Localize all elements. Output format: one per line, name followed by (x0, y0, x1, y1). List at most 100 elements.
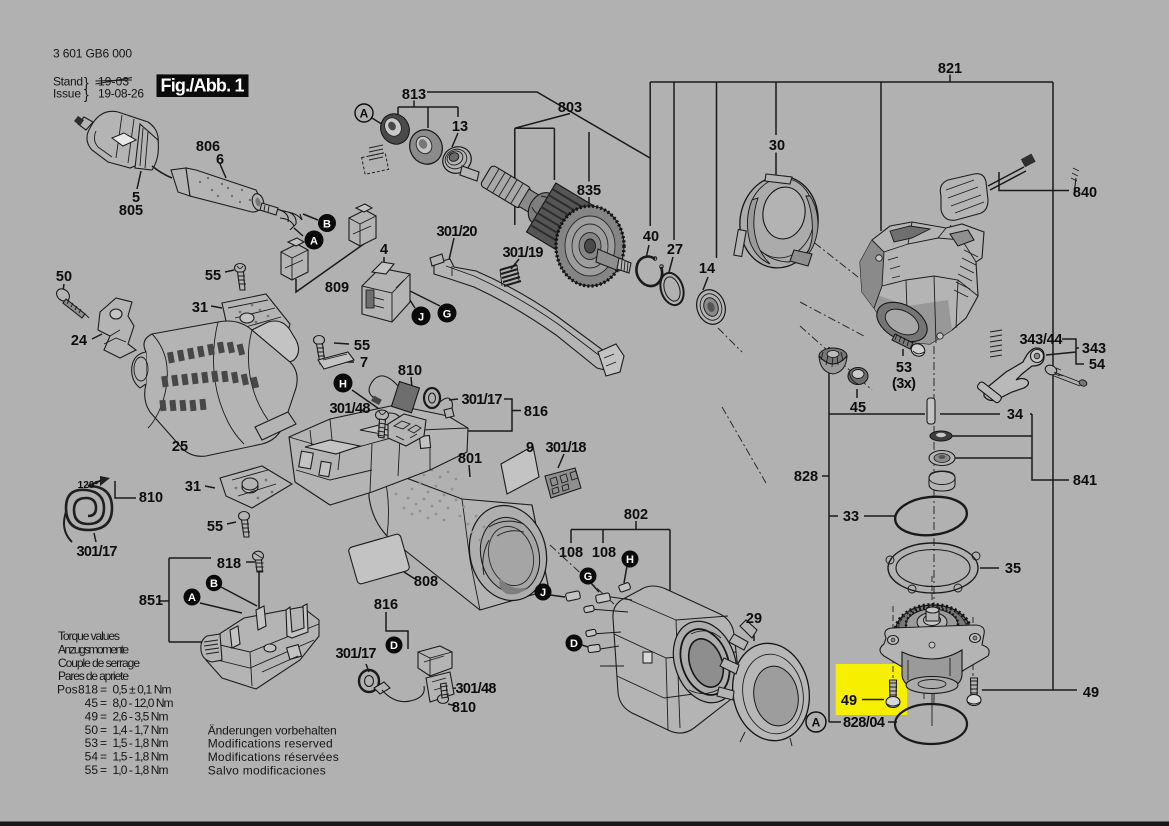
svg-text:Modifications reserved: Modifications reserved (208, 737, 333, 751)
svg-text:34: 34 (1007, 407, 1023, 423)
svg-text:31: 31 (192, 300, 208, 316)
svg-text:Salvo modificaciones: Salvo modificaciones (208, 764, 326, 778)
svg-text:53: 53 (85, 736, 99, 750)
svg-text:40: 40 (643, 229, 659, 245)
svg-text:Torque values: Torque values (58, 629, 120, 643)
svg-text:55: 55 (207, 519, 223, 535)
svg-text:301/48: 301/48 (456, 681, 497, 697)
svg-text:301/20: 301/20 (437, 224, 478, 240)
svg-text:Couple de serrage: Couple de serrage (58, 656, 140, 670)
svg-text:802: 802 (624, 507, 648, 523)
svg-text:805: 805 (119, 203, 143, 219)
svg-text:7: 7 (360, 355, 368, 371)
svg-text:Pos: Pos (57, 683, 78, 697)
svg-text:45: 45 (850, 400, 866, 416)
svg-text:27: 27 (667, 242, 683, 258)
svg-text:J: J (418, 312, 424, 324)
svg-text:810: 810 (139, 490, 163, 506)
svg-text:29: 29 (746, 611, 762, 627)
svg-text:828: 828 (794, 469, 818, 485)
svg-text:(3x): (3x) (892, 376, 916, 392)
svg-text:30: 30 (769, 138, 785, 154)
svg-text:4: 4 (380, 242, 388, 258)
svg-text:=: = (100, 723, 107, 737)
svg-text:108: 108 (559, 545, 583, 561)
svg-text:54: 54 (85, 750, 99, 764)
svg-text:816: 816 (374, 597, 398, 613)
svg-text:25: 25 (172, 439, 188, 455)
svg-text:=: = (100, 736, 107, 750)
svg-text:835: 835 (577, 183, 601, 199)
svg-text:=: = (100, 763, 107, 777)
svg-text:840: 840 (1073, 185, 1097, 201)
svg-text:J: J (540, 587, 546, 599)
svg-text:1,4 - 1,7 Nm: 1,4 - 1,7 Nm (113, 723, 169, 737)
svg-text:=: = (100, 709, 107, 723)
svg-text:816: 816 (524, 404, 548, 420)
svg-text:810: 810 (398, 363, 422, 379)
svg-text:A: A (812, 716, 821, 730)
svg-text:53: 53 (896, 360, 912, 376)
svg-text:809: 809 (325, 280, 349, 296)
svg-text:54: 54 (1089, 357, 1105, 373)
svg-text:6: 6 (216, 152, 224, 168)
svg-text:1,0 - 1,8 Nm: 1,0 - 1,8 Nm (113, 763, 169, 777)
svg-text:49: 49 (841, 693, 857, 709)
svg-text:301/17: 301/17 (336, 646, 377, 662)
svg-text:Anzugsmomente: Anzugsmomente (58, 642, 129, 656)
svg-text:801: 801 (458, 451, 482, 467)
svg-text:49: 49 (85, 709, 99, 723)
svg-text:D: D (390, 640, 398, 652)
svg-text:301/17: 301/17 (77, 544, 118, 560)
svg-text:9: 9 (526, 440, 534, 456)
svg-text:301/19: 301/19 (503, 245, 544, 261)
svg-text:19-08-26: 19-08-26 (98, 87, 144, 101)
svg-text:1,5 - 1,8 Nm: 1,5 - 1,8 Nm (113, 736, 169, 750)
svg-text:851: 851 (139, 593, 163, 609)
svg-text:841: 841 (1073, 473, 1097, 489)
svg-text:828/04: 828/04 (843, 715, 885, 731)
svg-text:H: H (626, 554, 634, 566)
svg-text:}: } (84, 86, 89, 102)
svg-text:3 601 GB6 000: 3 601 GB6 000 (53, 47, 132, 61)
svg-text:818: 818 (217, 556, 241, 572)
svg-text:1,5 - 1,8 Nm: 1,5 - 1,8 Nm (113, 750, 169, 764)
svg-text:50: 50 (85, 723, 99, 737)
svg-text:8,0 - 12,0 Nm: 8,0 - 12,0 Nm (113, 696, 174, 710)
svg-text:Änderungen vorbehalten: Änderungen vorbehalten (208, 723, 337, 737)
svg-text:49: 49 (1083, 685, 1099, 701)
svg-text:301/17: 301/17 (462, 392, 503, 408)
svg-text:50: 50 (56, 269, 72, 285)
svg-text:H: H (339, 379, 347, 391)
svg-text:808: 808 (414, 574, 438, 590)
svg-text:343/44: 343/44 (1020, 332, 1063, 348)
svg-text:108: 108 (592, 545, 616, 561)
svg-text:G: G (443, 309, 452, 321)
svg-text:0,5 ± 0,1 Nm: 0,5 ± 0,1 Nm (113, 683, 172, 697)
svg-text:2,6 - 3,5 Nm: 2,6 - 3,5 Nm (113, 709, 169, 723)
svg-text:55: 55 (354, 338, 370, 354)
svg-text:A: A (360, 107, 369, 121)
svg-text:B: B (323, 219, 331, 231)
svg-text:55: 55 (205, 268, 221, 284)
svg-text:35: 35 (1005, 561, 1021, 577)
svg-text:G: G (584, 571, 593, 583)
svg-text:A: A (310, 236, 318, 248)
svg-text:14: 14 (699, 261, 715, 277)
svg-text:301/18: 301/18 (546, 440, 587, 456)
svg-text:818: 818 (78, 683, 98, 697)
svg-text:A: A (188, 592, 196, 604)
svg-text:45: 45 (85, 696, 99, 710)
svg-text:803: 803 (558, 100, 582, 116)
svg-text:=: = (100, 750, 107, 764)
svg-text:Modifications réservées: Modifications réservées (208, 750, 339, 764)
svg-text:55: 55 (85, 763, 99, 777)
svg-text:24: 24 (71, 333, 87, 349)
svg-text:806: 806 (196, 139, 220, 155)
svg-text:301/48: 301/48 (330, 401, 371, 417)
svg-text:33: 33 (843, 509, 859, 525)
svg-text:343: 343 (1082, 341, 1106, 357)
svg-text:13: 13 (452, 119, 468, 135)
svg-text:120°: 120° (78, 480, 99, 491)
svg-text:31: 31 (185, 479, 201, 495)
